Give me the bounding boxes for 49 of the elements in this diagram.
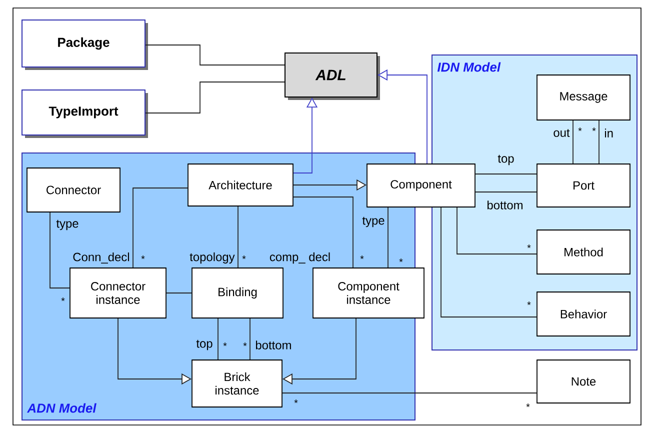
edge-label: bottom bbox=[488, 200, 522, 210]
class-box: Behavior bbox=[536, 292, 630, 336]
edge-label: top bbox=[498, 154, 514, 166]
multiplicity: * bbox=[223, 342, 227, 346]
multiplicity: * bbox=[592, 128, 596, 132]
multiplicity: * bbox=[242, 256, 246, 260]
connector bbox=[440, 207, 537, 318]
connector bbox=[145, 82, 285, 114]
connector bbox=[166, 292, 192, 294]
edge-label: out bbox=[554, 129, 570, 137]
edge-label: comp_ decl bbox=[270, 252, 330, 264]
class-box: Note bbox=[536, 360, 630, 404]
connector bbox=[572, 120, 574, 164]
multiplicity: * bbox=[243, 342, 247, 346]
class-box: Method bbox=[536, 230, 630, 274]
class-box: Connector bbox=[26, 168, 120, 212]
connector bbox=[456, 207, 537, 254]
multiplicity: * bbox=[527, 244, 531, 248]
multiplicity: * bbox=[360, 256, 364, 260]
multiplicity: * bbox=[578, 128, 582, 132]
class-box: Component instance bbox=[312, 268, 424, 318]
connector bbox=[282, 392, 537, 394]
connector bbox=[50, 212, 70, 288]
class-box: Port bbox=[536, 164, 630, 208]
class-box: Package bbox=[22, 20, 148, 70]
class-box: Binding bbox=[192, 268, 284, 318]
multiplicity: * bbox=[141, 256, 145, 260]
edge-label: bottom bbox=[256, 340, 291, 350]
connector bbox=[598, 120, 600, 164]
connector bbox=[293, 196, 354, 268]
edge-label: top bbox=[196, 340, 212, 350]
multiplicity: * bbox=[526, 404, 530, 408]
class-box: Connector instance bbox=[70, 268, 166, 318]
multiplicity: * bbox=[294, 400, 298, 404]
class-box: TypeImport bbox=[22, 90, 148, 138]
class-box: Message bbox=[536, 74, 630, 120]
class-box: Component bbox=[366, 164, 476, 208]
abstract-class-box: ADL bbox=[284, 52, 380, 100]
edge-label: in bbox=[605, 128, 613, 138]
edge-label: type bbox=[362, 216, 384, 228]
multiplicity: * bbox=[527, 302, 531, 306]
connector bbox=[145, 44, 285, 66]
edge-label: Conn_decl bbox=[73, 252, 129, 264]
class-box: Brick instance bbox=[192, 360, 282, 408]
multiplicity: * bbox=[61, 298, 65, 302]
connector bbox=[132, 188, 188, 268]
edge-label: type bbox=[56, 220, 78, 230]
edge-label: topology bbox=[190, 252, 235, 264]
class-box: Architecture bbox=[188, 164, 294, 206]
